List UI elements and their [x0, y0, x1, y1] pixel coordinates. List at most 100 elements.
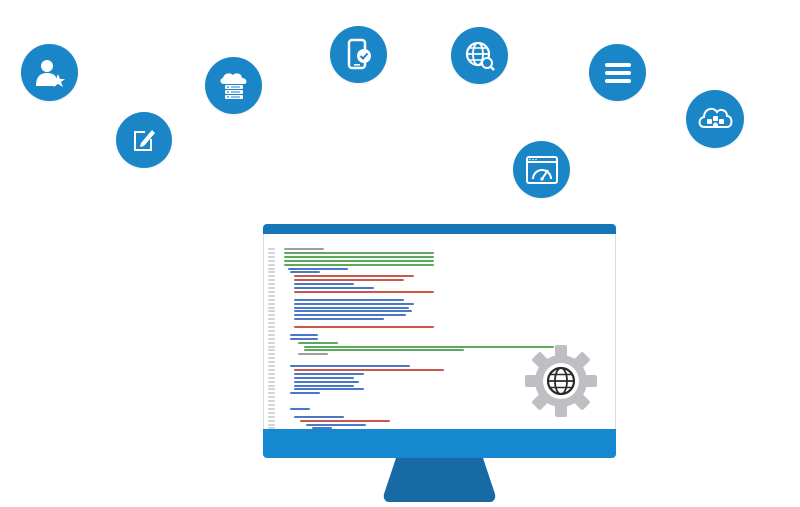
cloud-social-icon — [686, 90, 744, 148]
line-number — [268, 357, 275, 360]
monitor-stand — [383, 458, 496, 502]
line-number-gutter — [268, 244, 278, 429]
code-line — [284, 255, 434, 258]
line-number — [268, 255, 275, 258]
code-line — [294, 279, 404, 282]
code-line — [284, 248, 324, 250]
line-number — [268, 396, 275, 399]
globe-search-icon — [451, 27, 508, 84]
line-number — [268, 376, 275, 379]
line-number — [268, 326, 275, 328]
line-number — [268, 318, 275, 321]
code-line — [290, 337, 318, 340]
line-number — [268, 368, 275, 371]
code-line — [294, 326, 434, 328]
line-number — [268, 310, 275, 313]
line-number — [268, 290, 275, 293]
line-number — [268, 365, 275, 367]
code-line — [290, 333, 318, 336]
code-line — [294, 368, 444, 371]
code-line — [298, 353, 328, 356]
line-number — [268, 302, 275, 305]
line-number — [268, 392, 275, 395]
line-number — [268, 419, 275, 422]
line-number — [268, 404, 275, 406]
code-line — [298, 341, 338, 344]
line-number — [268, 353, 275, 356]
edit-document-icon — [116, 112, 172, 168]
code-line — [300, 419, 390, 422]
code-line — [294, 306, 409, 309]
code-line — [294, 275, 414, 278]
line-number — [268, 248, 275, 250]
line-number — [268, 407, 275, 410]
line-number — [268, 388, 275, 391]
user-star-icon — [21, 44, 78, 101]
code-line — [304, 345, 554, 348]
menu-icon — [589, 44, 646, 101]
browser-speedometer-icon — [513, 141, 570, 198]
line-number — [268, 271, 275, 274]
line-number — [268, 337, 275, 340]
line-number — [268, 283, 275, 286]
code-line — [294, 415, 344, 418]
line-number — [268, 314, 275, 317]
code-line — [306, 423, 366, 426]
line-number — [268, 322, 275, 325]
line-number — [268, 263, 275, 266]
line-number — [268, 329, 275, 332]
line-number — [268, 267, 275, 270]
code-line — [294, 388, 364, 391]
cloud-server-icon — [205, 57, 262, 114]
line-number — [268, 415, 275, 418]
code-line — [294, 384, 354, 387]
line-number — [268, 349, 275, 352]
code-line — [290, 365, 410, 367]
line-number — [268, 341, 275, 344]
code-line — [294, 290, 434, 293]
code-line — [304, 349, 464, 352]
code-line — [294, 287, 374, 289]
code-line — [312, 427, 332, 429]
code-line — [284, 251, 434, 254]
line-number — [268, 298, 275, 301]
mobile-check-icon — [330, 26, 387, 83]
code-line — [294, 302, 414, 305]
line-number — [268, 333, 275, 336]
line-number — [268, 294, 275, 297]
line-number — [268, 287, 275, 289]
line-number — [268, 400, 275, 403]
code-line — [294, 310, 412, 313]
code-line — [294, 298, 404, 301]
code-line — [294, 376, 354, 379]
line-number — [268, 423, 275, 426]
line-number — [268, 427, 275, 429]
line-number — [268, 275, 275, 278]
line-number — [268, 279, 275, 282]
code-line — [290, 271, 320, 274]
code-line — [284, 259, 434, 262]
line-number — [268, 306, 275, 309]
code-line — [294, 283, 354, 286]
code-line — [294, 380, 359, 383]
code-line — [294, 314, 406, 317]
code-line — [290, 407, 310, 410]
code-line — [294, 372, 364, 375]
line-number — [268, 372, 275, 375]
line-number — [268, 259, 275, 262]
code-line — [290, 392, 320, 395]
line-number — [268, 361, 275, 364]
code-line — [284, 263, 434, 266]
line-number — [268, 411, 275, 414]
line-number — [268, 251, 275, 254]
code-line — [294, 318, 384, 321]
code-line — [288, 267, 348, 270]
line-number — [268, 380, 275, 383]
monitor-top-bar — [263, 224, 616, 234]
gear-globe-icon — [525, 345, 597, 417]
monitor-bottom-bezel — [263, 429, 616, 458]
monitor — [263, 224, 616, 458]
line-number — [268, 384, 275, 387]
line-number — [268, 345, 275, 348]
